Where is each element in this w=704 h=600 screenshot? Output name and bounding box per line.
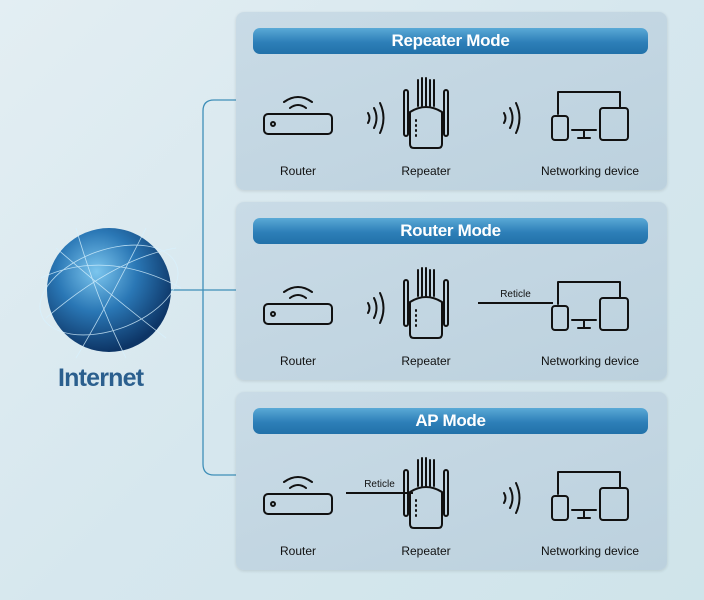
device-label: Networking device bbox=[540, 354, 640, 368]
wifi-waves-icon bbox=[500, 480, 524, 516]
wired-link-line bbox=[346, 492, 413, 494]
globe-icon bbox=[39, 227, 182, 359]
wifi-waves-icon bbox=[500, 100, 524, 136]
devices-icon bbox=[550, 90, 630, 142]
repeater-icon bbox=[400, 456, 452, 531]
repeater-icon bbox=[400, 76, 452, 151]
device-label: Repeater bbox=[401, 164, 451, 178]
repeater-icon bbox=[400, 266, 452, 341]
wired-link-line bbox=[478, 302, 553, 304]
mode-title: Router Mode bbox=[253, 218, 648, 244]
internet-label: Internet bbox=[58, 364, 144, 392]
wired-link-label: Reticle bbox=[364, 479, 395, 490]
wifi-waves-icon bbox=[364, 100, 388, 136]
wired-link-label: Reticle bbox=[500, 289, 531, 300]
device-label: Router bbox=[279, 544, 317, 558]
device-label: Router bbox=[279, 164, 317, 178]
device-label: Router bbox=[279, 354, 317, 368]
device-label: Repeater bbox=[401, 354, 451, 368]
devices-icon bbox=[550, 280, 630, 332]
router-icon bbox=[262, 282, 334, 327]
mode-title: Repeater Mode bbox=[253, 28, 648, 54]
wifi-waves-icon bbox=[364, 290, 388, 326]
mode-title: AP Mode bbox=[253, 408, 648, 434]
device-label: Networking device bbox=[540, 544, 640, 558]
router-icon bbox=[262, 92, 334, 137]
device-label: Networking device bbox=[540, 164, 640, 178]
device-label: Repeater bbox=[401, 544, 451, 558]
devices-icon bbox=[550, 470, 630, 522]
router-icon bbox=[262, 472, 334, 517]
